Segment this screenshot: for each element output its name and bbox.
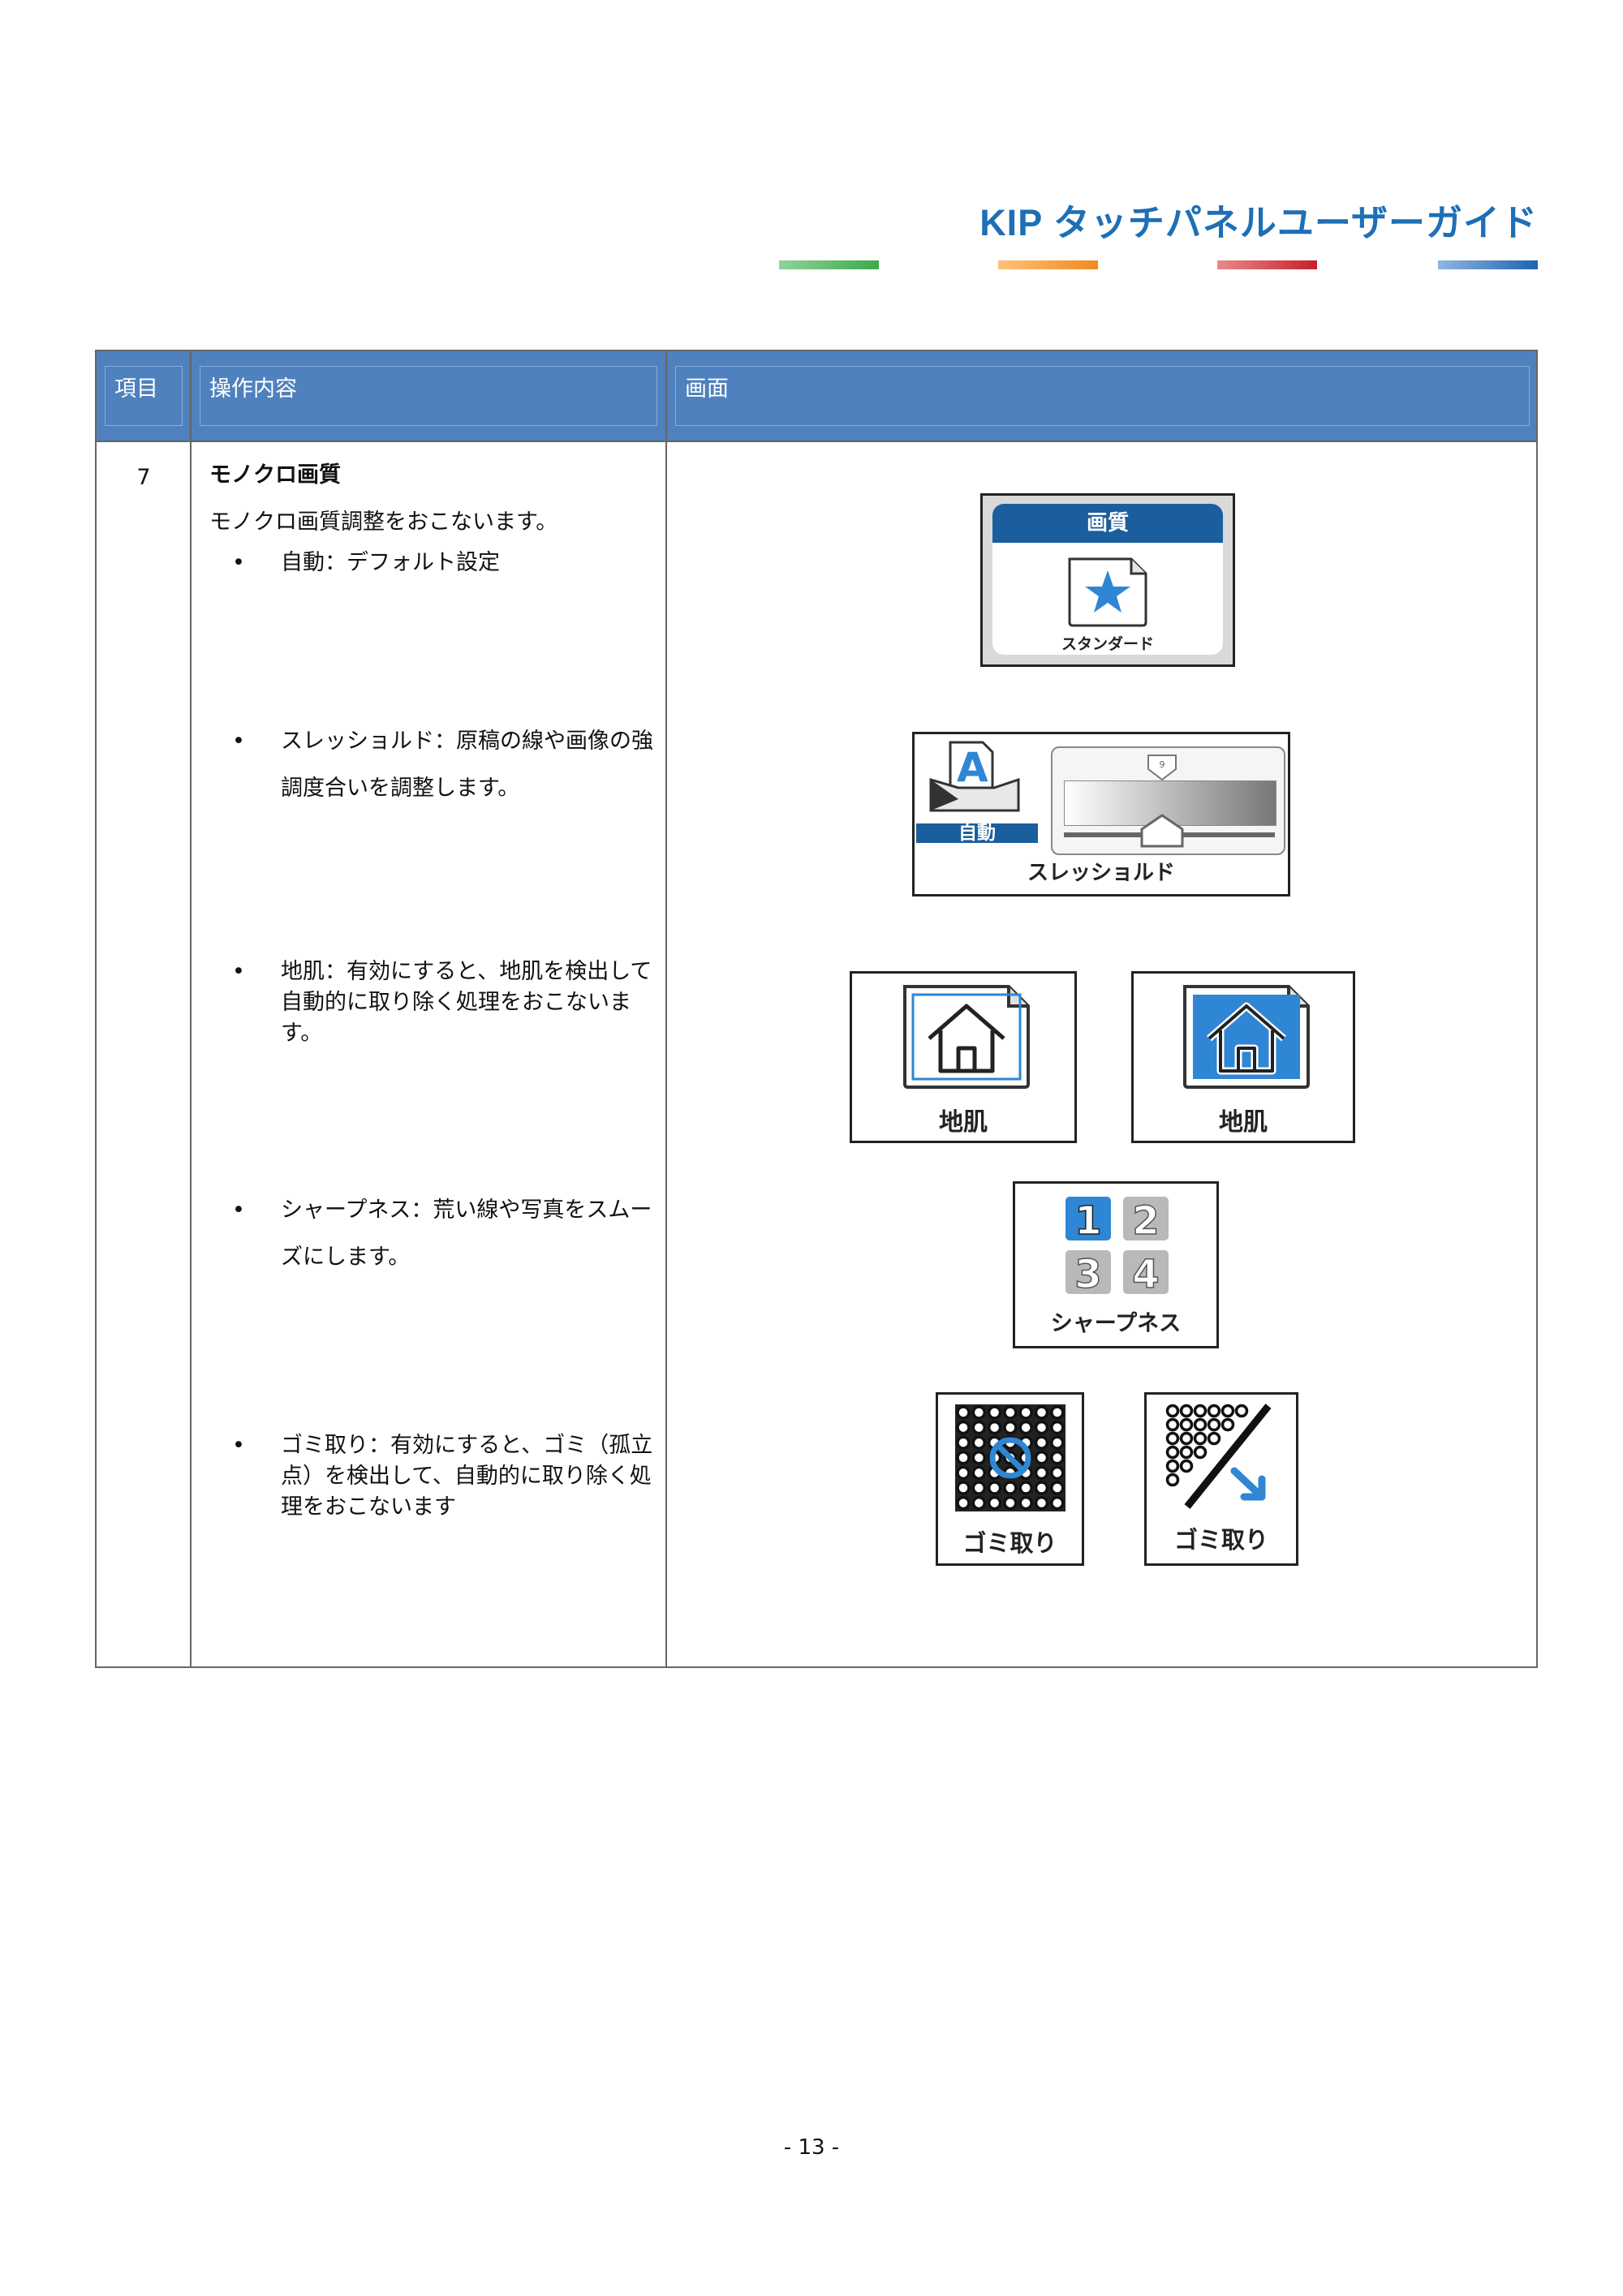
svg-text:9: 9 — [1160, 759, 1165, 770]
page-number: - 13 - — [783, 2135, 840, 2160]
auto-document-icon: A — [929, 741, 1020, 812]
col-divider — [665, 351, 667, 1666]
col-divider — [190, 351, 192, 1666]
doc-title: KIP タッチパネルユーザーガイド — [979, 202, 1538, 243]
section-title: モノクロ画質 — [209, 462, 341, 488]
accent-bar-blue — [1438, 260, 1538, 269]
svg-text:3: 3 — [1074, 1252, 1101, 1297]
bullet-despeckle: ゴミ取り：有効にすると、ゴミ（孤立点）を検出して、自動的に取り除く処理をおこない… — [232, 1430, 662, 1523]
star-document-icon — [1068, 557, 1147, 627]
bullet-auto: 自動：デフォルト設定 — [232, 548, 662, 578]
threshold-slider-frame: 9 — [1051, 746, 1285, 855]
threshold-gradient-bar — [1064, 780, 1276, 826]
despeckle-off-label: ゴミ取り — [962, 1529, 1057, 1557]
operation-table: 項目 操作内容 画面 7 モノクロ画質 モノクロ画質調整をおこないます。 自動：… — [95, 350, 1538, 1668]
threshold-label: スレッショルド — [1027, 861, 1175, 885]
sharpness-digits-icon: 1 2 3 4 — [1065, 1197, 1169, 1298]
dots-grid-icon — [955, 1404, 1065, 1511]
bullet-background: 地肌：有効にすると、地肌を検出して自動的に取り除く処理をおこないます。 — [232, 957, 662, 1049]
despeckle-on-label: ゴミ取り — [1173, 1526, 1268, 1554]
svg-text:4: 4 — [1132, 1252, 1159, 1297]
threshold-value-marker: 9 — [1147, 755, 1177, 781]
col-header-screen: 画面 — [667, 351, 1538, 441]
house-document-icon — [903, 985, 1030, 1089]
background-button-on[interactable]: 地肌 — [1131, 971, 1355, 1143]
sharpness-screen[interactable]: 1 2 3 4 シャープネス — [1013, 1181, 1219, 1348]
accent-bar-green — [779, 260, 879, 269]
accent-bar-red — [1217, 260, 1317, 269]
despeckle-button-off[interactable]: ゴミ取り — [936, 1392, 1084, 1566]
svg-text:2: 2 — [1132, 1198, 1159, 1244]
quality-label: スタンダード — [1061, 635, 1154, 653]
despeckle-button-on[interactable]: ゴミ取り — [1144, 1392, 1298, 1566]
background-on-label: 地肌 — [1219, 1108, 1268, 1137]
accent-bar-orange — [998, 260, 1098, 269]
quality-button-screen[interactable]: 画質 スタンダード — [980, 493, 1235, 667]
quality-panel: 画質 スタンダード — [992, 504, 1223, 655]
row-number: 7 — [136, 465, 151, 490]
background-off-label: 地肌 — [939, 1108, 988, 1137]
threshold-screen[interactable]: A 自動 9 スレッショルド — [912, 732, 1290, 896]
svg-text:A: A — [957, 744, 988, 791]
table-header: 項目 操作内容 画面 — [97, 351, 1536, 442]
house-document-active-icon — [1183, 985, 1310, 1089]
col-header-item: 項目 — [97, 351, 191, 441]
auto-badge: 自動 — [916, 823, 1038, 843]
threshold-slider-handle[interactable] — [1139, 813, 1185, 849]
background-button-off[interactable]: 地肌 — [850, 971, 1077, 1143]
quality-header: 画質 — [992, 504, 1223, 543]
section-intro: モノクロ画質調整をおこないます。 — [209, 510, 558, 535]
bullet-sharpness: シャープネス：荒い線や写真をスムーズにします。 — [232, 1187, 662, 1281]
dots-sweep-icon — [1165, 1404, 1272, 1509]
sharpness-label: シャープネス — [1050, 1311, 1182, 1336]
col-header-operation: 操作内容 — [192, 351, 665, 441]
svg-text:1: 1 — [1074, 1198, 1101, 1244]
bullet-threshold: スレッショルド：原稿の線や画像の強調度合いを調整します。 — [232, 718, 662, 812]
